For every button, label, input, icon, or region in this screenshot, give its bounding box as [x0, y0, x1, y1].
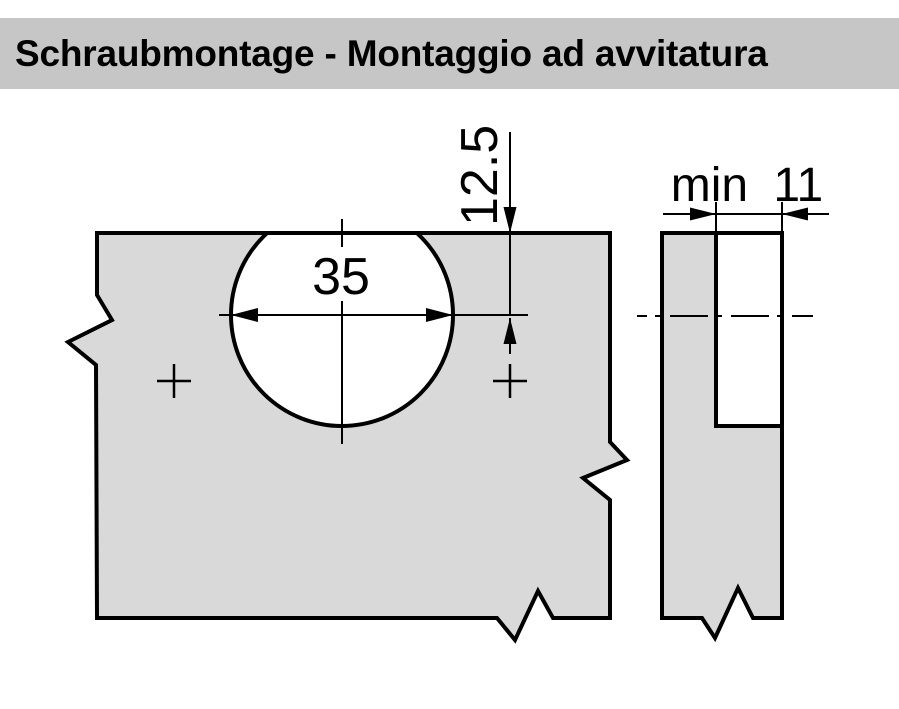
front-view: 35 12.5 [64, 125, 631, 644]
diameter-arrow-left-icon [231, 308, 258, 322]
min-depth-arrow-right-icon [690, 207, 716, 221]
header-bar: Schraubmontage - Montaggio ad avvitatura [0, 18, 899, 89]
screw-hole-cross-left [157, 364, 191, 398]
front-view-panel [64, 231, 631, 644]
drilling-depth-cutout [716, 235, 780, 425]
screw-hole-cross-right [493, 364, 527, 398]
edge-distance-arrow-down-icon [503, 207, 517, 233]
diameter-arrow-right-icon [426, 308, 453, 322]
side-view: min 11 [637, 159, 829, 643]
hole-diameter-label: 35 [312, 248, 370, 306]
min-depth-arrow-left-icon [782, 207, 808, 221]
page-title: Schraubmontage - Montaggio ad avvitatura [15, 32, 768, 74]
edge-distance-label: 12.5 [451, 125, 509, 226]
min-depth-label: min 11 [671, 159, 824, 212]
edge-distance-arrow-up-icon [503, 318, 517, 344]
